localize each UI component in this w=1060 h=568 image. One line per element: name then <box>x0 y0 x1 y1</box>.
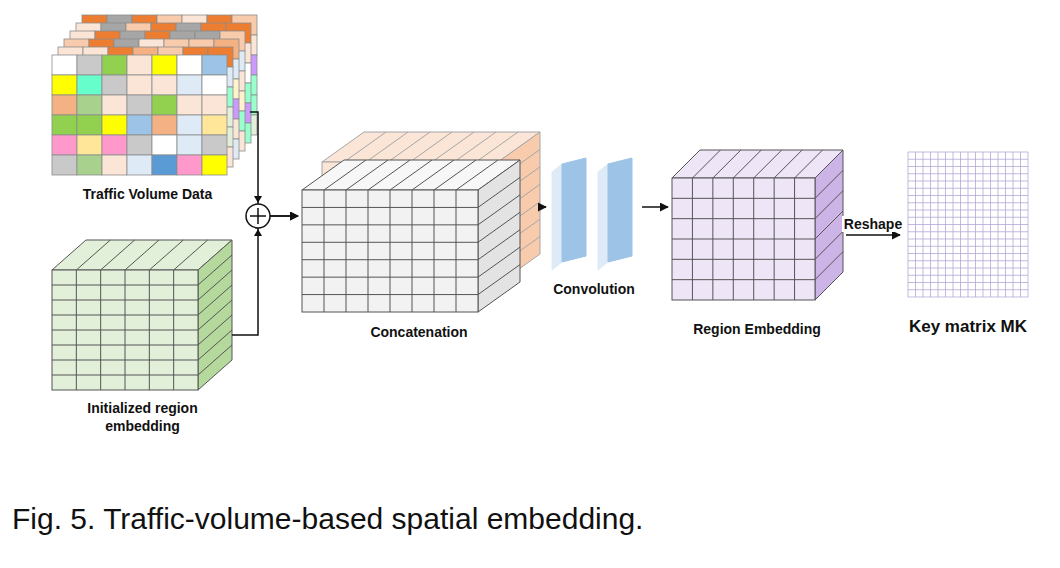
data-cell <box>102 55 127 75</box>
face <box>598 164 608 270</box>
conv-layer <box>552 158 586 270</box>
arrow-connector <box>642 206 668 208</box>
data-cell <box>152 55 177 75</box>
grid-lines <box>302 190 478 312</box>
data-cell <box>152 75 177 95</box>
arrowhead <box>254 229 262 236</box>
data-cell <box>52 155 77 175</box>
figure-label: Initialized region embedding <box>73 400 213 435</box>
figure-label: Traffic Volume Data <box>83 186 213 204</box>
data-cell <box>102 115 127 135</box>
figure-block: Region Embedding <box>668 146 846 345</box>
data-cell <box>177 115 202 135</box>
face <box>608 158 632 262</box>
data-cell <box>77 135 102 155</box>
grid-face <box>302 190 478 312</box>
figure-label: Convolution <box>553 281 635 299</box>
data-cell <box>52 75 77 95</box>
arrow-connector <box>232 216 298 335</box>
data-cell <box>202 155 227 175</box>
plus-sign <box>250 208 266 224</box>
data-cell <box>52 55 77 75</box>
data-cell <box>77 115 102 135</box>
grid-lines <box>52 270 198 390</box>
data-cell <box>177 95 202 115</box>
data-cell <box>202 95 227 115</box>
data-layer <box>52 55 227 175</box>
figure-label: Key matrix MK <box>909 316 1027 337</box>
data-cell <box>127 75 152 95</box>
figure-block: Concatenation <box>298 128 540 348</box>
grid-face <box>672 178 815 300</box>
tensor-cube <box>302 160 520 312</box>
arrow-connector <box>846 234 900 236</box>
data-cell <box>202 55 227 75</box>
data-cell <box>177 75 202 95</box>
key-matrix <box>908 152 1028 297</box>
data-layer <box>70 31 245 151</box>
data-cell <box>77 95 102 115</box>
data-layer <box>64 39 239 159</box>
data-cell <box>52 135 77 155</box>
figure-label: Region Embedding <box>693 321 821 339</box>
data-layer <box>76 23 251 143</box>
data-cell <box>102 155 127 175</box>
data-cell <box>127 55 152 75</box>
figure-block: Key matrix MK <box>900 150 1036 343</box>
data-cell <box>77 155 102 175</box>
arrow-connector <box>540 206 546 208</box>
data-layer <box>58 47 233 167</box>
data-cell <box>127 155 152 175</box>
grid-lines <box>908 152 1028 297</box>
data-cell <box>152 115 177 135</box>
figure-block: Initialized region embedding <box>45 238 240 441</box>
data-layer <box>82 15 257 135</box>
figure-caption: Fig. 5. Traffic-volume-based spatial emb… <box>12 502 643 536</box>
face <box>562 158 586 262</box>
data-cell <box>52 115 77 135</box>
data-cell <box>77 55 102 75</box>
figure-block: Traffic Volume Data <box>45 12 250 210</box>
data-cell <box>152 155 177 175</box>
sum-symbol <box>246 204 270 228</box>
data-cell <box>202 135 227 155</box>
face <box>478 160 520 312</box>
data-cell <box>202 115 227 135</box>
data-cell <box>177 155 202 175</box>
arrowhead <box>254 196 262 203</box>
data-cell <box>152 95 177 115</box>
figure-label: Concatenation <box>370 324 467 342</box>
data-cell <box>102 75 127 95</box>
data-cell <box>152 135 177 155</box>
grid-lines <box>672 178 815 300</box>
arrow-connector <box>250 112 298 216</box>
data-cell <box>177 55 202 75</box>
data-cell <box>102 95 127 115</box>
conv-layer <box>598 158 632 270</box>
tensor-cube <box>52 240 232 390</box>
data-cell <box>127 115 152 135</box>
edge-label: Reshape <box>842 216 904 232</box>
data-cell <box>177 135 202 155</box>
data-cell <box>127 135 152 155</box>
grid-face <box>52 270 198 390</box>
data-cell <box>52 95 77 115</box>
figure-block: Convolution <box>546 155 642 305</box>
grid-face <box>908 152 1028 297</box>
data-cell <box>202 75 227 95</box>
tensor-cube <box>672 150 843 300</box>
face <box>552 164 562 270</box>
data-cell <box>102 135 127 155</box>
data-cell <box>127 95 152 115</box>
data-cell <box>77 75 102 95</box>
